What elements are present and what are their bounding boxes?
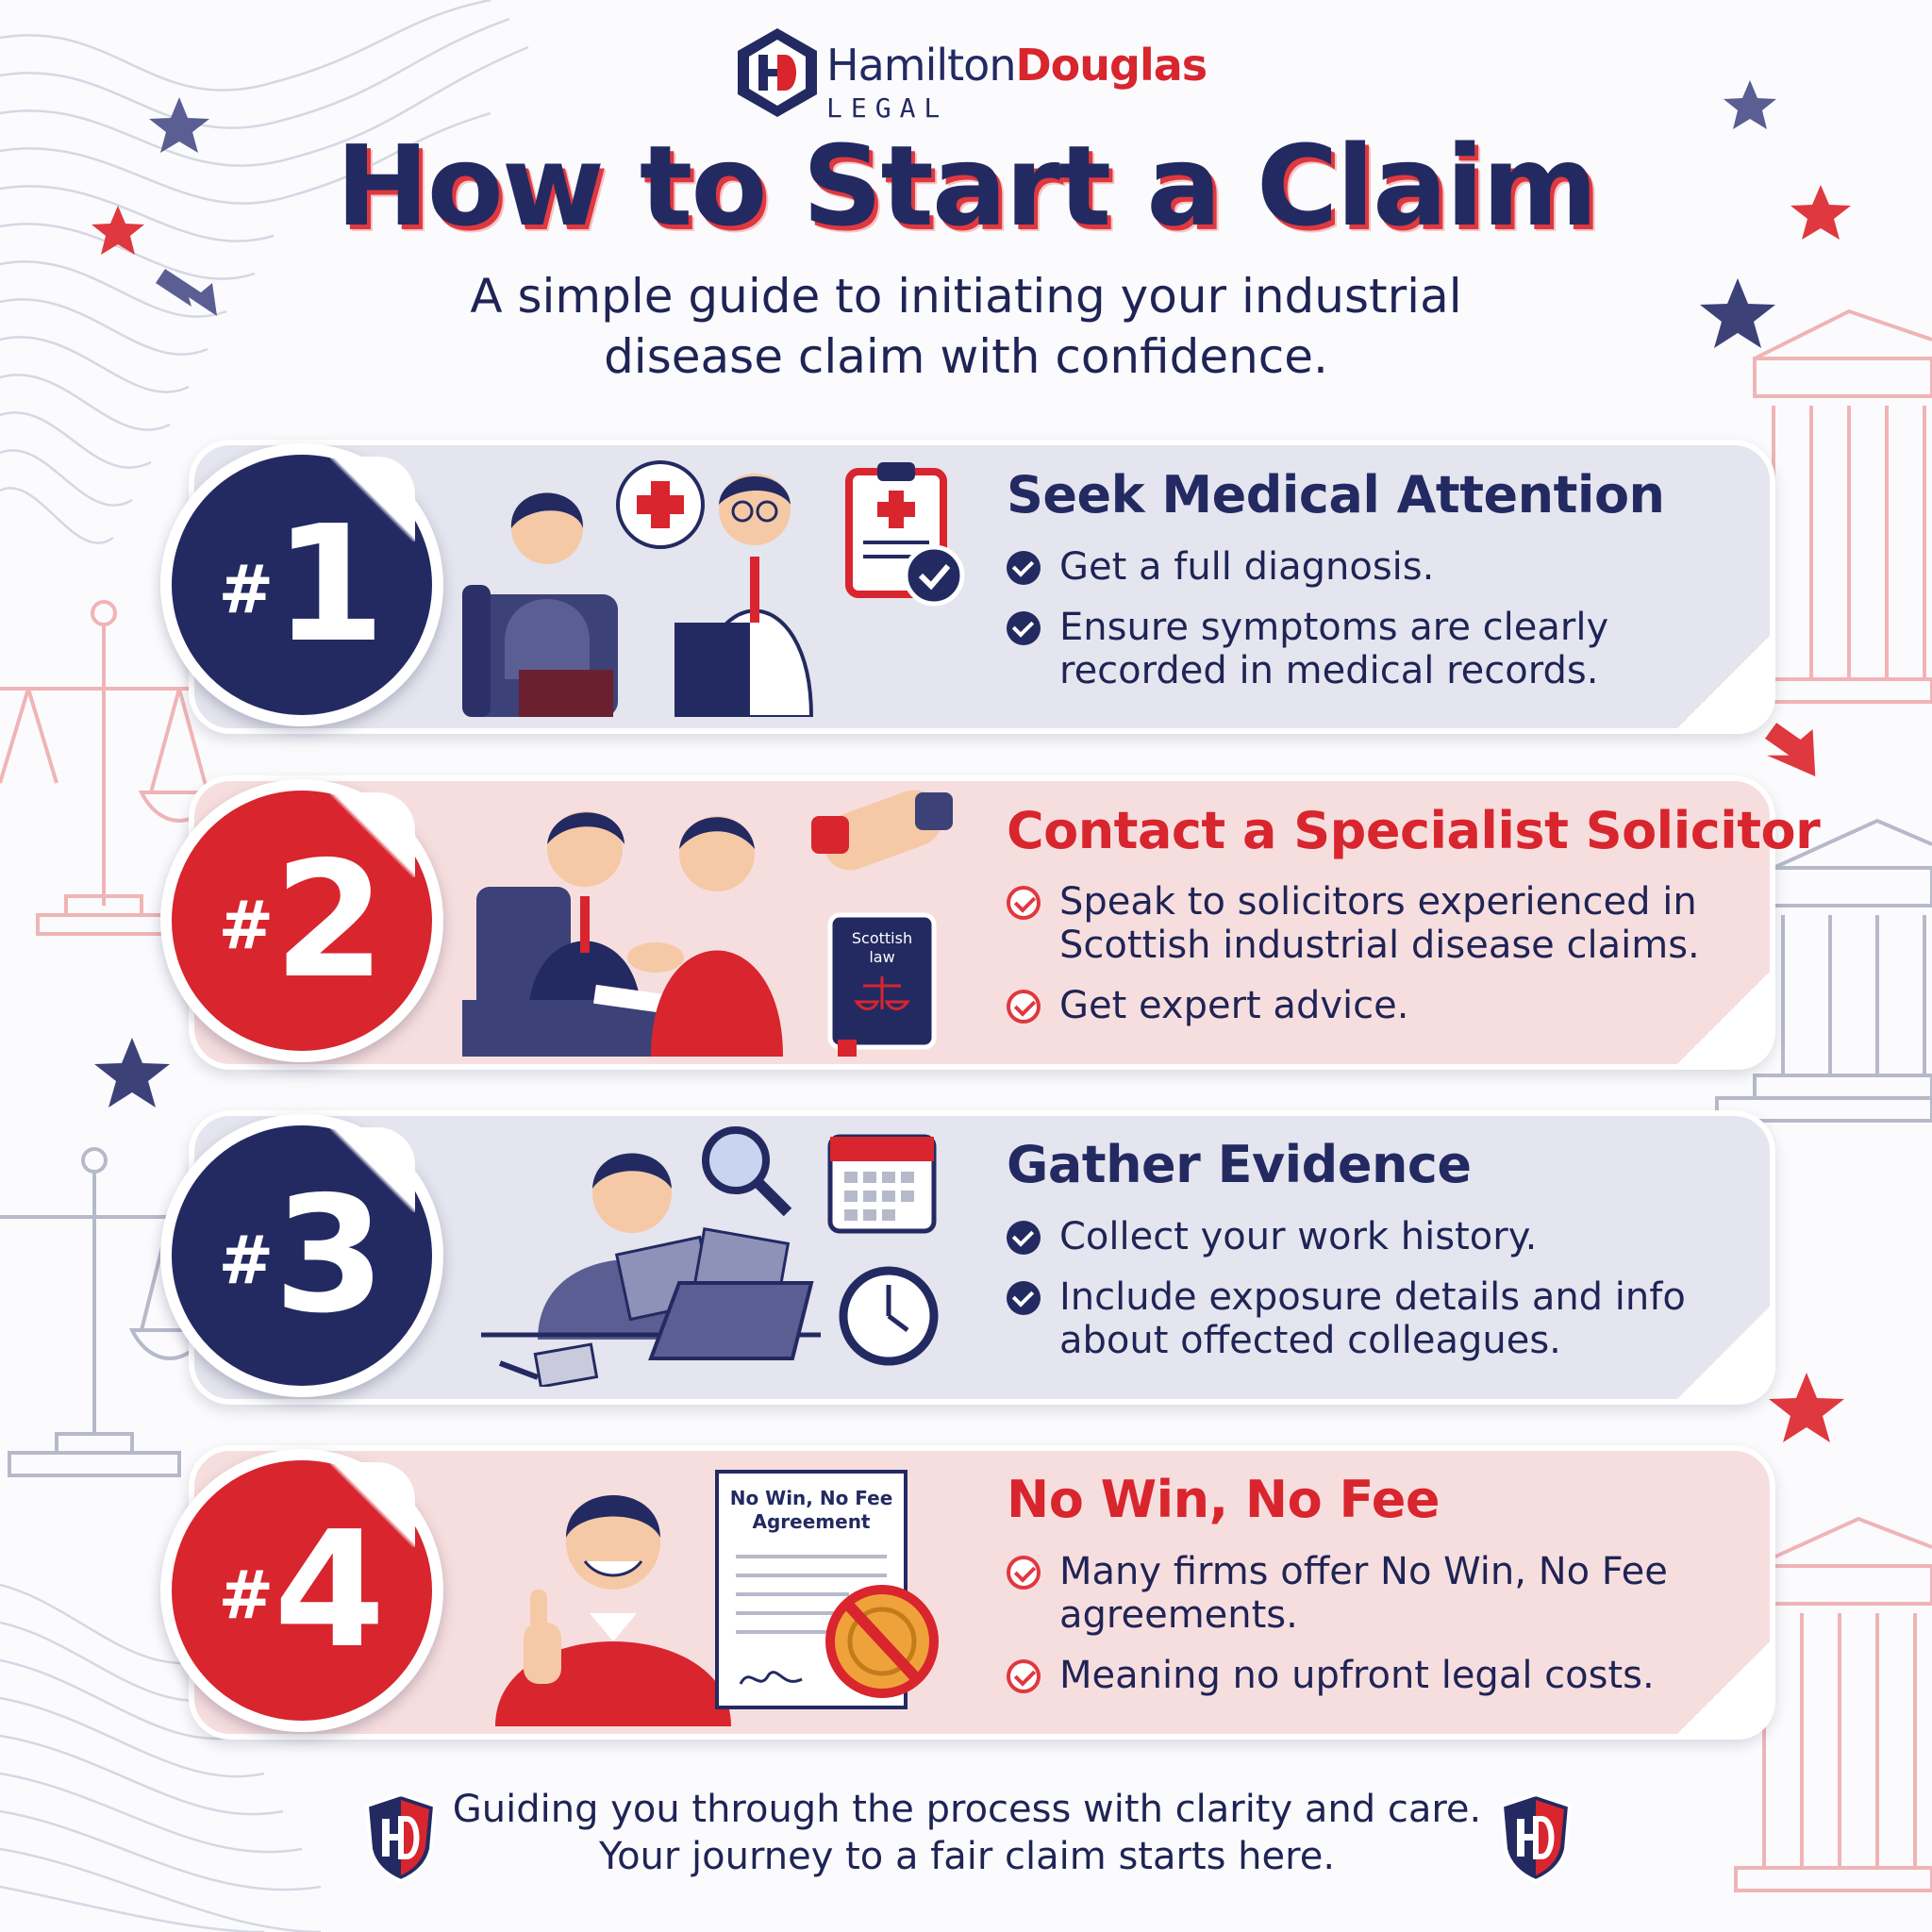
check-icon xyxy=(1007,1281,1041,1315)
step-title-1: Seek Medical Attention xyxy=(1007,465,1665,525)
page-subtitle: A simple guide to initiating your indust… xyxy=(0,266,1932,387)
step-title-3: Gather Evidence xyxy=(1007,1135,1472,1194)
step-badge-2: #2 xyxy=(160,779,443,1062)
hd-shield-logo-icon xyxy=(1499,1792,1573,1883)
step-title-4: No Win, No Fee xyxy=(1007,1470,1440,1529)
star-icon xyxy=(1700,278,1775,348)
step-card-4 xyxy=(189,1445,1775,1740)
step-hash: # xyxy=(218,887,275,964)
star-icon xyxy=(92,206,144,255)
step-hash: # xyxy=(218,551,275,628)
check-icon xyxy=(1007,1556,1041,1590)
solicitor-handshake-illustration: Scottish law xyxy=(462,790,953,1057)
star-icon xyxy=(1790,185,1851,240)
step-badge-4: #4 xyxy=(160,1449,443,1732)
no-win-no-fee-illustration: No Win, No Fee Agreement xyxy=(495,1470,939,1726)
brand-name: HamiltonDouglas xyxy=(826,40,1208,91)
star-icon xyxy=(1724,80,1776,129)
footer-line: Your journey to a fair claim starts here… xyxy=(598,1835,1336,1878)
check-icon xyxy=(1007,1659,1041,1693)
check-icon xyxy=(1007,611,1041,645)
hd-shield-logo-icon xyxy=(364,1792,438,1883)
gather-evidence-illustration xyxy=(481,1126,939,1387)
book-label: Scottish xyxy=(852,929,912,947)
star-icon xyxy=(94,1038,170,1108)
brand-name-part2: Douglas xyxy=(1015,40,1208,91)
subtitle-line: A simple guide to initiating your indust… xyxy=(470,269,1462,324)
check-icon xyxy=(1007,1221,1041,1255)
page-title: How to Start a Claim xyxy=(336,121,1598,251)
step-title-2: Contact a Specialist Solicitor xyxy=(1007,801,1821,860)
step-badge-1: #1 xyxy=(160,443,443,726)
book-label: law xyxy=(869,948,894,966)
footer-text: Guiding you through the process with cla… xyxy=(443,1786,1491,1880)
hd-hexagon-logo-icon xyxy=(738,28,817,117)
step-badge-3: #3 xyxy=(160,1114,443,1397)
step-card-2 xyxy=(189,775,1775,1070)
footer-line: Guiding you through the process with cla… xyxy=(452,1788,1482,1831)
step-card-1 xyxy=(189,440,1775,734)
check-icon xyxy=(1007,551,1041,585)
doctor-patient-illustration xyxy=(462,460,965,717)
brand-logo: HamiltonDouglas LEGAL xyxy=(736,26,1226,124)
step-hash: # xyxy=(218,1222,275,1299)
brand-name-part1: Hamilton xyxy=(826,40,1016,91)
brand-tagline: LEGAL xyxy=(826,92,949,124)
step-hash: # xyxy=(218,1557,275,1634)
document-title: Agreement xyxy=(753,1510,871,1533)
star-icon xyxy=(1769,1373,1844,1442)
check-icon xyxy=(1007,886,1041,920)
check-icon xyxy=(1007,990,1041,1024)
arrow-icon xyxy=(156,269,1816,776)
document-title: No Win, No Fee xyxy=(730,1487,893,1509)
subtitle-line: disease claim with confidence. xyxy=(604,329,1328,384)
step-card-3 xyxy=(189,1110,1775,1405)
star-icon xyxy=(149,97,209,153)
